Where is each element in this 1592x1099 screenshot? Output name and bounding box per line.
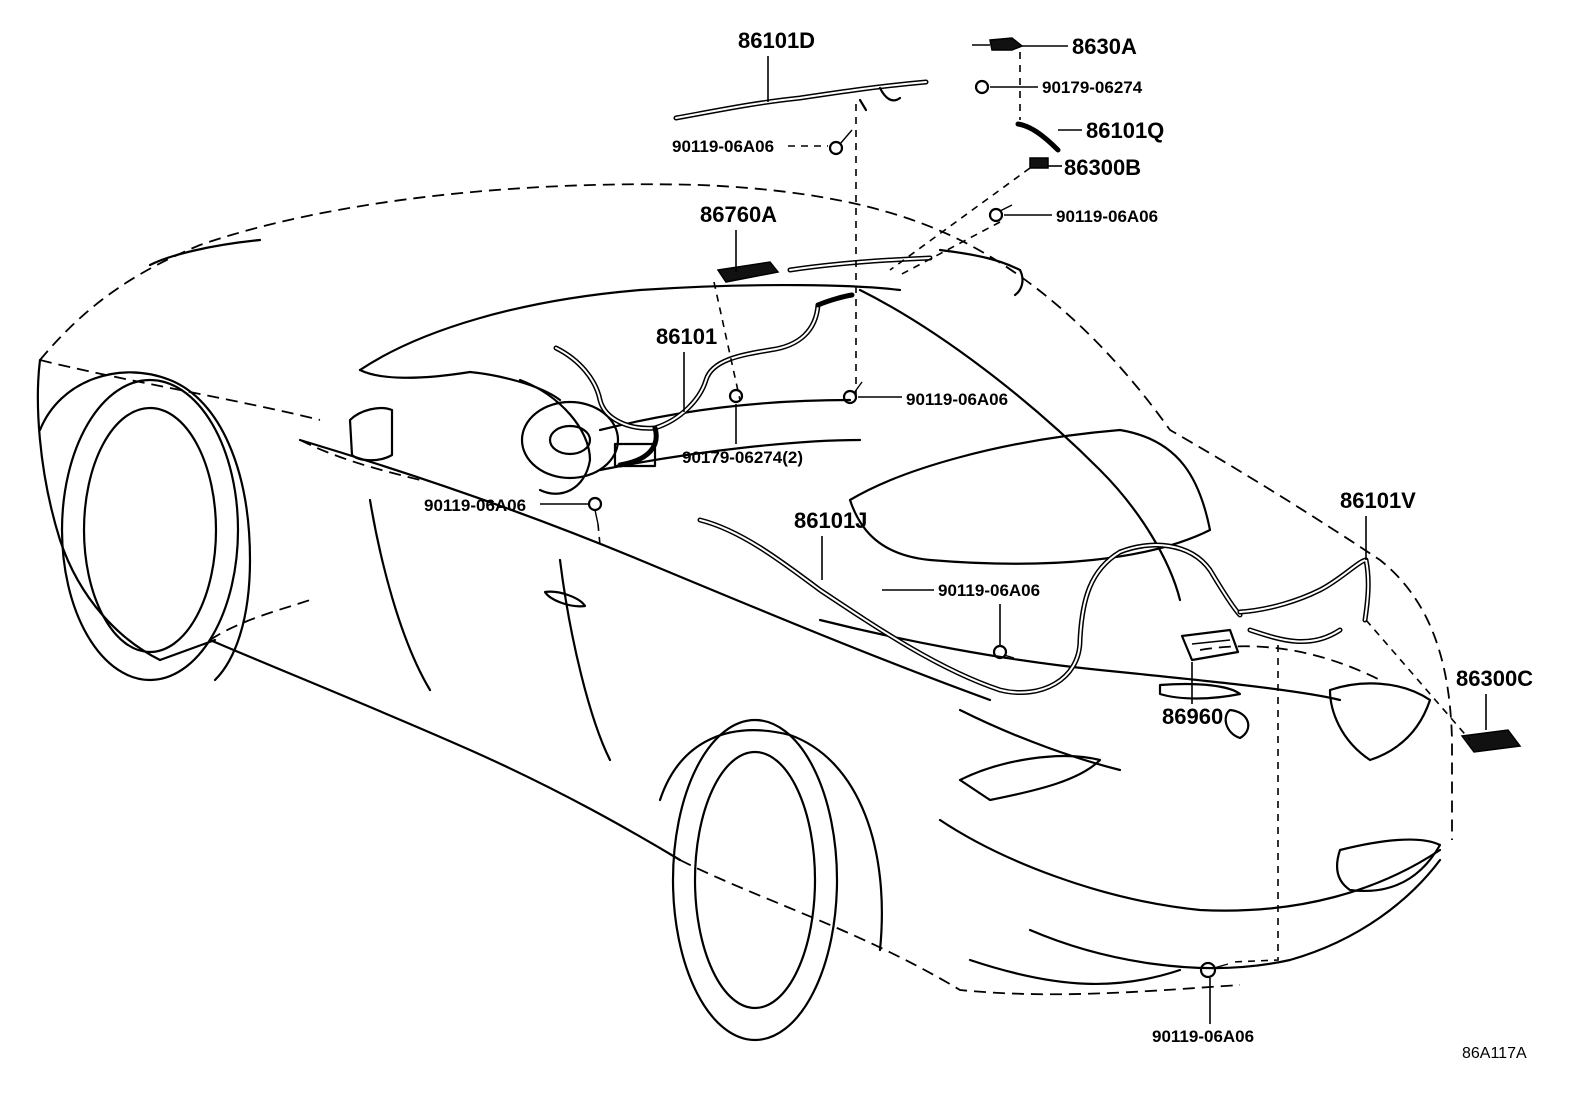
bolt-icon	[988, 204, 1013, 223]
svg-text:8630A: 8630A	[1072, 34, 1137, 59]
svg-text:90119-06A06: 90119-06A06	[906, 390, 1008, 409]
svg-text:86760A: 86760A	[700, 202, 777, 227]
svg-text:86A117A: 86A117A	[1462, 1045, 1527, 1062]
bolt-icon	[828, 129, 853, 156]
svg-text:86101D: 86101D	[738, 28, 815, 53]
part-86760A	[716, 261, 780, 283]
harness-86101J	[697, 517, 1243, 696]
label-86101D: 86101D	[738, 28, 815, 102]
label-86760A: 86760A	[700, 202, 777, 272]
part-86300C	[1460, 729, 1522, 753]
assembly-lines	[597, 52, 1471, 963]
bolt-icon	[992, 644, 1015, 660]
label-86101Q: 86101Q	[1058, 118, 1164, 143]
svg-text:90179-06274: 90179-06274	[1042, 78, 1143, 97]
svg-text:86300C: 86300C	[1456, 666, 1533, 691]
figure-code-label: 86A117A	[1462, 1045, 1527, 1062]
bolt-icon	[1199, 961, 1229, 979]
label-8630A: 8630A	[1022, 34, 1137, 59]
svg-text:86101Q: 86101Q	[1086, 118, 1164, 143]
label-90119-06A06-a: 90119-06A06	[672, 137, 828, 156]
svg-text:90119-06A06: 90119-06A06	[938, 581, 1040, 600]
svg-text:86960: 86960	[1162, 704, 1223, 729]
bolt-icon	[587, 496, 603, 525]
label-86960: 86960	[1162, 662, 1223, 729]
label-90179-06274-top: 90179-06274	[990, 78, 1143, 97]
label-90119-06A06-b: 90119-06A06	[1004, 207, 1158, 226]
harness-86101D	[673, 79, 929, 121]
svg-text:90119-06A06: 90119-06A06	[424, 496, 526, 515]
svg-text:90119-06A06: 90119-06A06	[1056, 207, 1158, 226]
label-90179-06274-2: 90179-06274(2)	[682, 404, 803, 467]
part-86960	[1180, 628, 1240, 662]
car-body-outline	[36, 183, 1453, 1042]
part-86300B	[1029, 157, 1049, 169]
label-90119-06A06-c: 90119-06A06	[858, 390, 1008, 409]
svg-text:90119-06A06: 90119-06A06	[1152, 1027, 1254, 1046]
label-86101J: 86101J	[794, 508, 867, 580]
label-90119-06A06-f: 90119-06A06	[1152, 978, 1254, 1046]
harness-86101V	[1237, 557, 1371, 645]
svg-text:86101: 86101	[656, 324, 717, 349]
svg-text:86101J: 86101J	[794, 508, 867, 533]
harness-roof-upper	[787, 255, 933, 273]
svg-text:90119-06A06: 90119-06A06	[672, 137, 774, 156]
clip-icon	[728, 388, 744, 404]
label-86101: 86101	[656, 324, 717, 412]
label-86300B: 86300B	[1048, 155, 1141, 180]
harness-86101	[553, 292, 855, 468]
part-8630A	[972, 37, 1024, 51]
label-86300C: 86300C	[1456, 666, 1533, 730]
harness-86101Q	[1015, 121, 1061, 153]
svg-text:90179-06274(2): 90179-06274(2)	[682, 448, 803, 467]
label-90119-06A06-e: 90119-06A06	[882, 581, 1040, 646]
label-90119-06A06-d: 90119-06A06	[424, 496, 588, 515]
clip-icon	[974, 79, 990, 95]
svg-text:86300B: 86300B	[1064, 155, 1141, 180]
svg-text:86101V: 86101V	[1340, 488, 1416, 513]
label-86101V: 86101V	[1340, 488, 1416, 560]
